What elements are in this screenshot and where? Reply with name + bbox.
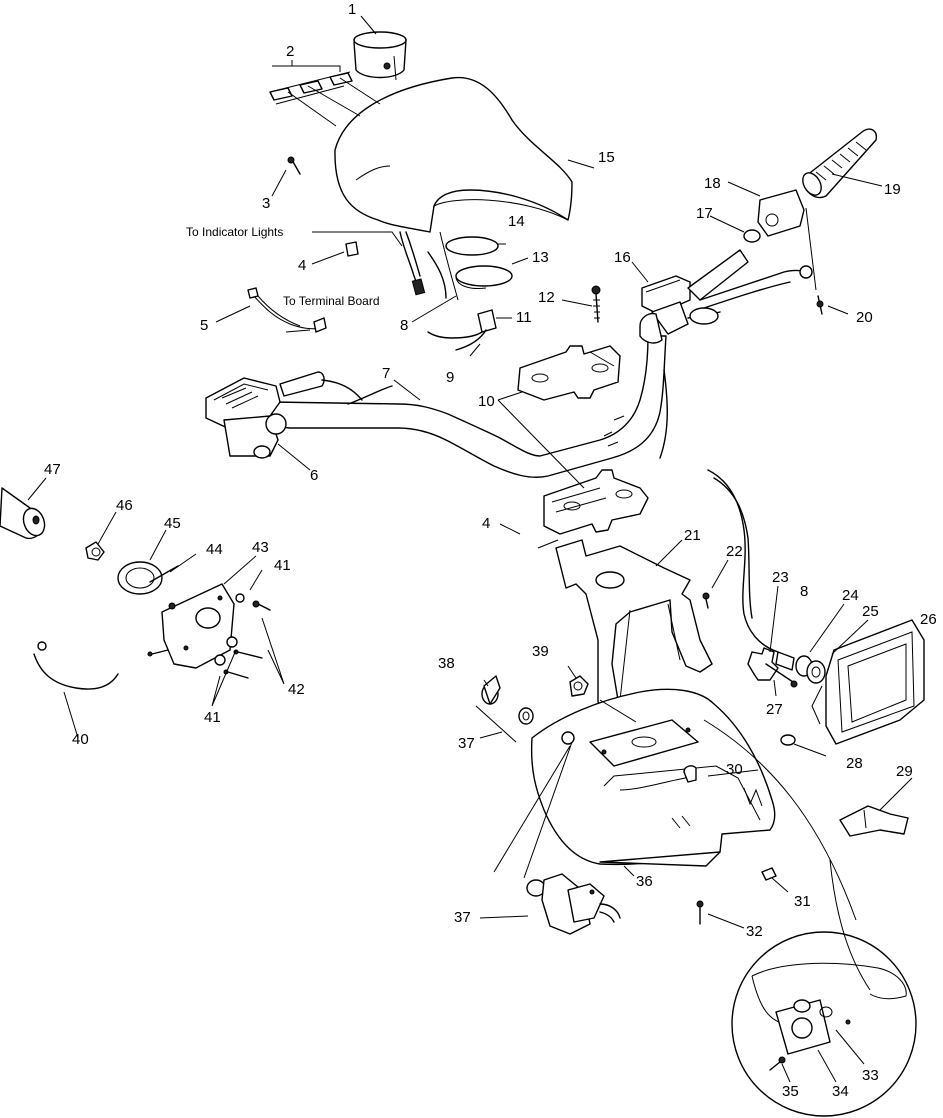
bracket-screw	[702, 592, 710, 609]
callout-47: 47	[44, 461, 61, 478]
leader-lines	[27, 15, 913, 1083]
callout-6: 6	[310, 467, 319, 484]
callout-37: 37	[454, 909, 471, 926]
callout-8: 8	[400, 317, 409, 334]
note-to-terminal-board: To Terminal Board	[283, 294, 380, 308]
callout-42: 42	[288, 681, 305, 698]
callout-33: 33	[862, 1067, 879, 1084]
headlight-bracket	[555, 539, 713, 727]
left-switch-housing	[205, 371, 363, 459]
callout-45: 45	[164, 515, 181, 532]
callout-30: 30	[726, 761, 743, 778]
callout-22: 22	[726, 543, 743, 560]
callout-37: 37	[458, 735, 475, 752]
callout-19: 19	[884, 181, 901, 198]
note-to-indicator-lights: To Indicator Lights	[186, 225, 284, 239]
callout-5: 5	[200, 317, 209, 334]
callout-8: 8	[800, 583, 809, 600]
callout-3: 3	[262, 195, 271, 212]
callout-21: 21	[684, 527, 701, 544]
callout-11: 11	[516, 309, 532, 326]
harness-connector	[839, 805, 909, 837]
callout-24: 24	[842, 587, 859, 604]
callout-20: 20	[856, 309, 873, 326]
callout-28: 28	[846, 755, 863, 772]
switch-parts-left	[481, 675, 589, 725]
callout-40: 40	[72, 731, 89, 748]
callout-4: 4	[298, 257, 307, 274]
callout-4: 4	[482, 515, 491, 532]
callout-44: 44	[206, 541, 223, 558]
callout-32: 32	[746, 923, 763, 940]
callout-7: 7	[382, 365, 391, 382]
headlight-part	[811, 619, 925, 745]
small-fasteners-top	[247, 156, 359, 333]
callout-39: 39	[532, 643, 549, 660]
callout-36: 36	[636, 873, 653, 890]
callout-43: 43	[252, 539, 269, 556]
callout-31: 31	[794, 893, 811, 910]
handlebar-part	[271, 335, 668, 478]
right-master-cylinder	[639, 249, 813, 344]
callout-38: 38	[438, 655, 455, 672]
handlebar-bolt	[591, 285, 601, 323]
callout-9: 9	[446, 369, 455, 386]
callout-13: 13	[532, 249, 549, 266]
handlebar-lower-clamp	[543, 469, 649, 535]
connector-leads	[427, 309, 497, 351]
callout-16: 16	[614, 249, 631, 266]
callout-29: 29	[896, 763, 913, 780]
callout-41: 41	[274, 557, 291, 574]
handlebar-upper-clamp	[517, 345, 621, 401]
o-ring-part	[780, 734, 796, 746]
callout-27: 27	[766, 701, 783, 718]
callout-14: 14	[508, 213, 525, 230]
callout-23: 23	[772, 569, 789, 586]
callout-12: 12	[538, 289, 555, 306]
callout-15: 15	[598, 149, 615, 166]
callout-17: 17	[696, 205, 713, 222]
fairing-nut	[683, 765, 697, 783]
detail-inset	[731, 931, 917, 1117]
fairing-fasteners	[696, 867, 777, 925]
callout-41: 41	[204, 709, 221, 726]
left-side-parts	[0, 487, 271, 690]
bezel-rings	[445, 236, 513, 289]
callout-2: 2	[286, 43, 295, 60]
callout-10: 10	[478, 393, 495, 410]
callout-26: 26	[920, 611, 937, 628]
indicator-wiring	[399, 231, 447, 299]
speedometer-part	[353, 31, 407, 79]
headlight-pod-part	[334, 76, 573, 301]
callout-1: 1	[348, 1, 357, 18]
callout-18: 18	[704, 175, 721, 192]
headlight-harness	[707, 469, 779, 653]
callout-34: 34	[832, 1083, 849, 1100]
key-switch-part	[526, 873, 621, 935]
headlight-bulb-socket	[747, 647, 826, 688]
throttle-grip-assembly	[743, 128, 877, 315]
callout-25: 25	[862, 603, 879, 620]
callout-35: 35	[782, 1083, 799, 1100]
callout-46: 46	[116, 497, 133, 514]
